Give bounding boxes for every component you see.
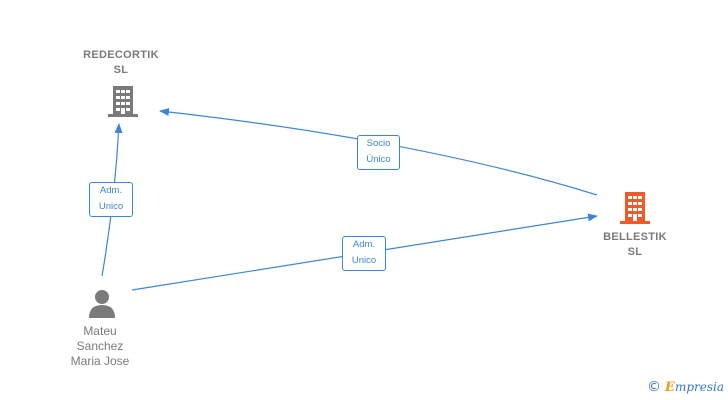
brand-logo: Empresia: [665, 379, 724, 395]
building-icon[interactable]: [108, 86, 138, 117]
edge-label-adm-unico-horizontal: Adm. Unico: [342, 236, 386, 271]
person-icon[interactable]: [89, 290, 115, 318]
copyright-icon: ©: [647, 379, 662, 395]
company-label-bellestik[interactable]: BELLESTIK SL: [603, 231, 667, 258]
company-label-redecortik[interactable]: REDECORTIK SL: [83, 49, 159, 76]
edge-label-adm-unico-vertical: Adm. Unico: [89, 182, 133, 217]
footer-brand: © Empresia: [647, 378, 724, 396]
edge-label-socio-unico: Socio Único: [357, 135, 400, 170]
person-label-mateu[interactable]: Mateu Sanchez Maria Jose: [70, 324, 130, 368]
building-icon[interactable]: [620, 192, 650, 224]
